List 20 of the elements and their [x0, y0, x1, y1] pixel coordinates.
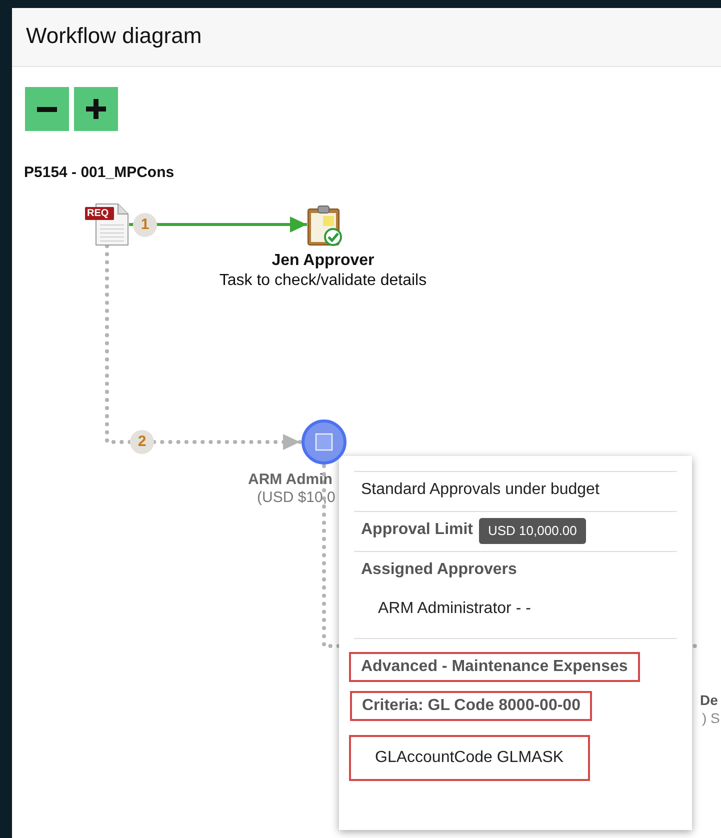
highlight-frame: Advanced - Maintenance Expenses — [349, 652, 640, 682]
field-label: Assigned Approvers — [361, 561, 517, 579]
workflow-name: P5154 - 001_MPCons — [24, 164, 174, 181]
node-title: De — [700, 692, 718, 708]
connector-arrow — [129, 216, 307, 232]
popup-heading: Standard Approvals under budget — [361, 481, 600, 499]
amount-badge: USD 10,000.00 — [479, 518, 586, 544]
field-label: Approval Limit — [361, 521, 474, 539]
document-tag-text: REQ — [87, 208, 109, 219]
node-title: ARM Admin — [248, 471, 332, 488]
highlight-frame: Criteria: GL Code 8000-00-00 — [350, 691, 592, 721]
details-popup — [339, 456, 692, 830]
connector-arrow — [105, 244, 302, 450]
highlight-frame: GLAccountCode GLMASK — [349, 735, 590, 781]
modal-title: Workflow diagram — [26, 23, 202, 49]
node-title: Jen Approver — [270, 252, 376, 270]
node-description: Task to check/validate details — [218, 272, 428, 290]
node-subtitle: (USD $10,0 — [257, 489, 336, 506]
node-subtitle: ) S — [702, 710, 720, 726]
approver-name: ARM Administrator - - — [378, 600, 531, 618]
